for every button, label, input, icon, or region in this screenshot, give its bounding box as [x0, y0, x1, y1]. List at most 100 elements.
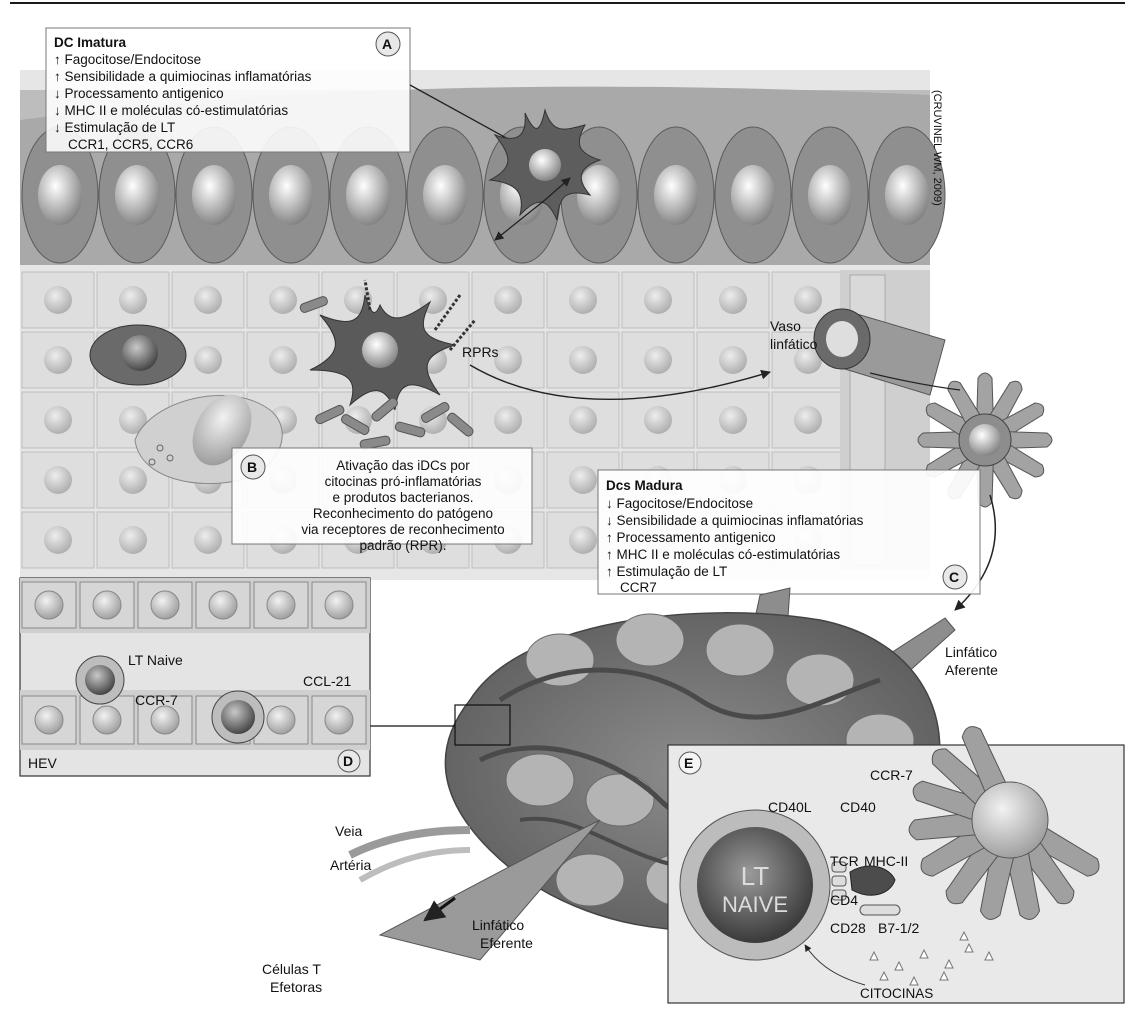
box-b-line-1: Ativação das iDCs por [336, 458, 470, 473]
tissue-nucleus [44, 526, 72, 554]
box-e-cd28: CD28 [830, 920, 866, 936]
box-e-lt: LT [741, 861, 770, 891]
mast-cell [90, 325, 186, 385]
box-d-ccl21: CCL-21 [303, 673, 351, 689]
label-arteria: Artéria [330, 857, 371, 873]
hev-nucleus [325, 706, 353, 734]
box-d-letter: D [343, 753, 353, 769]
follicle [706, 624, 774, 676]
follicle [786, 654, 854, 706]
box-b-letter: B [247, 459, 257, 475]
box-b-line-5: via receptores de reconhecimento [301, 522, 504, 537]
box-c-mature-dc: Dcs Madura ↓ Fagocitose/Endocitose ↓ Sen… [598, 470, 980, 595]
epithelial-nucleus [654, 165, 698, 225]
tissue-nucleus [494, 406, 522, 434]
tissue-nucleus [569, 406, 597, 434]
tissue-nucleus [119, 286, 147, 314]
follicle [616, 614, 684, 666]
follicle [556, 854, 624, 906]
box-e-tcr: TCR [830, 853, 859, 869]
tissue-nucleus [44, 286, 72, 314]
box-c-line-6: CCR7 [620, 580, 657, 595]
label-celulas-t-1: Células T [262, 961, 321, 977]
label-linfatico-eferente-2: Eferente [480, 935, 533, 951]
box-e-letter: E [684, 755, 693, 771]
box-a-title: DC Imatura [54, 35, 127, 50]
hev-nucleus [93, 706, 121, 734]
tissue-nucleus [719, 346, 747, 374]
tissue-nucleus [44, 466, 72, 494]
box-c-title: Dcs Madura [606, 478, 683, 493]
tissue-nucleus [644, 406, 672, 434]
epithelial-nucleus [885, 165, 929, 225]
hev-nucleus [267, 706, 295, 734]
box-b-line-4: Reconhecimento do patógeno [313, 506, 493, 521]
epithelial-nucleus [115, 165, 159, 225]
label-celulas-t-2: Efetoras [270, 979, 322, 995]
box-a-line-2: ↑ Sensibilidade a quimiocinas inflamatór… [54, 69, 312, 84]
tissue-nucleus [194, 346, 222, 374]
epithelial-nucleus [192, 165, 236, 225]
epithelial-nucleus [577, 165, 621, 225]
box-c-letter: C [949, 569, 959, 585]
hev-nucleus [267, 591, 295, 619]
tissue-nucleus [569, 526, 597, 554]
tissue-nucleus [569, 286, 597, 314]
tissue-nucleus [269, 346, 297, 374]
tissue-nucleus [644, 346, 672, 374]
box-d-lt-naive: LT Naive [128, 652, 183, 668]
epithelial-nucleus [269, 165, 313, 225]
hev-nucleus [151, 706, 179, 734]
tissue-nucleus [719, 286, 747, 314]
box-c-line-2: ↓ Sensibilidade a quimiocinas inflamatór… [606, 513, 864, 528]
box-e-mhc: MHC-II [864, 853, 908, 869]
epithelial-nucleus [731, 165, 775, 225]
hev-nucleus [35, 706, 63, 734]
label-linfatico-aferente-2: Aferente [945, 662, 998, 678]
box-a-line-4: ↓ MHC II e moléculas có-estimulatórias [54, 103, 288, 118]
box-b-line-6: padrão (RPR). [359, 538, 446, 553]
credit-text: (CRUVINEL WM, 2009) [931, 90, 943, 206]
box-e-cd40: CD40 [840, 799, 876, 815]
label-rprs: RPRs [462, 344, 499, 360]
tissue-nucleus [794, 406, 822, 434]
box-a-line-1: ↑ Fagocitose/Endocitose [54, 52, 201, 67]
box-a-line-5: ↓ Estimulação de LT [54, 120, 175, 135]
box-d-ccr7: CCR-7 [135, 692, 178, 708]
tissue-nucleus [194, 526, 222, 554]
hev-nucleus [209, 591, 237, 619]
tissue-nucleus [794, 286, 822, 314]
box-e-b7: B7-1/2 [878, 920, 919, 936]
tissue-nucleus [644, 286, 672, 314]
tissue-nucleus [44, 406, 72, 434]
label-linfatico-eferente-1: Linfático [472, 917, 524, 933]
hev-nucleus [35, 591, 63, 619]
box-a-line-3: ↓ Processamento antigenico [54, 86, 224, 101]
box-e-cd4: CD4 [830, 892, 858, 908]
top-rule [10, 2, 1125, 4]
box-e-naive: NAIVE [722, 892, 788, 917]
box-a-letter: A [382, 36, 392, 52]
epithelial-nucleus [423, 165, 467, 225]
box-c-line-4: ↑ MHC II e moléculas có-estimulatórias [606, 547, 840, 562]
label-veia: Veia [335, 823, 362, 839]
artery [360, 850, 470, 880]
box-b-line-3: e produtos bacterianos. [332, 490, 473, 505]
box-e-synapse: E LT NAIVE CCR-7 CD40L CD40 TCR MHC-II C… [668, 722, 1124, 1003]
tissue-nucleus [569, 466, 597, 494]
hev-nucleus [93, 591, 121, 619]
box-e-citocinas: CITOCINAS [860, 986, 933, 1001]
box-c-line-5: ↑ Estimulação de LT [606, 564, 727, 579]
box-d-hev-label: HEV [28, 755, 57, 771]
follicle [506, 754, 574, 806]
tissue-nucleus [269, 286, 297, 314]
box-b-activation: B Ativação das iDCs por citocinas pró-in… [232, 448, 532, 553]
hev-nucleus [151, 591, 179, 619]
follicle [586, 774, 654, 826]
tissue-nucleus [569, 346, 597, 374]
box-e-ccr7: CCR-7 [870, 767, 913, 783]
box-a-line-6: CCR1, CCR5, CCR6 [68, 137, 193, 152]
box-b-line-2: citocinas pró-inflamatórias [325, 474, 482, 489]
